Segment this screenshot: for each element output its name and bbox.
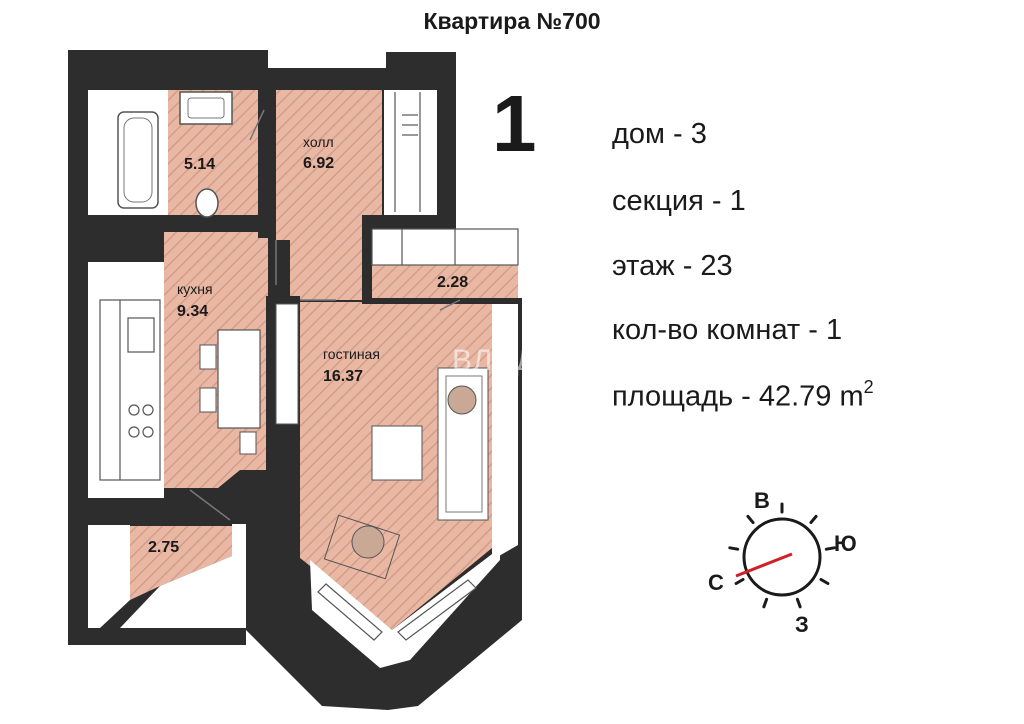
chair <box>199 344 217 370</box>
chair <box>239 431 257 455</box>
living-area: 16.37 <box>323 368 364 385</box>
compass-north: С <box>708 570 724 595</box>
hall-area: 6.92 <box>303 155 335 172</box>
info-house: дом - 3 <box>612 118 707 150</box>
sink-bowl <box>187 97 225 119</box>
partition-closet-bottom <box>362 298 522 304</box>
dining-table <box>217 329 261 429</box>
partition-kitchen-balcony <box>88 498 188 524</box>
closet-white <box>384 90 437 215</box>
partition-living-top <box>266 296 300 304</box>
balcony-floor <box>130 526 232 600</box>
hall-floor <box>276 90 382 300</box>
toilet <box>195 188 219 218</box>
floor-number: 1 <box>492 79 537 168</box>
chair <box>199 387 217 413</box>
info-area-text: площадь - 42.79 m <box>612 380 864 413</box>
bay-window-frames <box>317 579 477 641</box>
bathtub <box>117 111 159 209</box>
wardrobe <box>275 303 299 425</box>
person-figure <box>447 385 477 415</box>
hall-label: холл <box>303 134 334 150</box>
bay-window-white <box>310 548 500 668</box>
doors <box>189 109 461 521</box>
info-floor: этаж - 23 <box>612 250 733 282</box>
info-rooms: кол-во комнат - 1 <box>612 314 843 346</box>
partition-kitchen-living <box>266 300 274 570</box>
partition-bath-kitchen <box>88 215 264 231</box>
closet-shelves <box>394 92 421 212</box>
sink <box>179 91 233 125</box>
person-figure <box>351 525 385 559</box>
desk <box>323 514 401 580</box>
bathtub-inner <box>123 117 153 203</box>
info-section: секция - 1 <box>612 185 746 217</box>
storage-cabinets <box>371 228 519 266</box>
kitchen-label: кухня <box>177 281 213 297</box>
watermark: ВЛАДИС <box>452 344 582 377</box>
balcony-right-white <box>120 524 246 628</box>
compass-east: В <box>754 488 770 513</box>
compass-west: З <box>795 612 809 637</box>
partition-bath-hall <box>258 68 276 238</box>
partition-closet <box>362 215 456 227</box>
info-area: площадь - 42.79 m2 <box>612 377 874 413</box>
kitchen-counter <box>99 299 161 481</box>
kitchen-area: 9.34 <box>177 303 209 320</box>
closet-area: 2.28 <box>437 274 469 291</box>
info-area-sup: 2 <box>863 377 874 397</box>
living-right-white <box>492 302 518 560</box>
balcony-area: 2.75 <box>148 539 180 556</box>
balcony-left-white <box>88 525 130 628</box>
page-title: Квартира №700 <box>423 8 601 34</box>
bathroom-area: 5.14 <box>184 156 216 173</box>
compass-south: Ю <box>834 531 857 556</box>
coffee-table <box>371 425 423 481</box>
closet-floor <box>372 265 518 298</box>
sofa-seat <box>445 375 483 513</box>
living-label: гостиная <box>323 346 380 362</box>
